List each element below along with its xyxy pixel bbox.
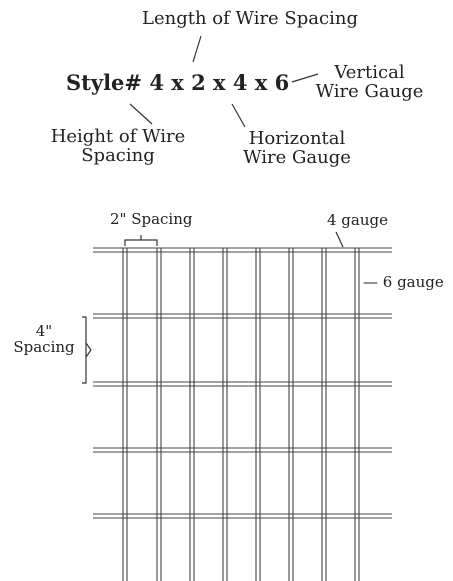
label-4-gauge: 4 gauge [327, 211, 388, 229]
leader-horizontal-gauge [231, 103, 246, 128]
leader-vertical-gauge [291, 73, 319, 83]
leader-height-spacing [129, 103, 153, 125]
label-height-line-1: Height of Wire [50, 126, 186, 147]
label-horizontal-line-1: Horizontal [248, 128, 346, 149]
label-6-gauge: — 6 gauge [363, 273, 444, 291]
label-height-line-2: Spacing [81, 144, 155, 166]
label-vertical-line-1: Vertical [334, 62, 405, 83]
four-inch-bracket [82, 316, 87, 384]
label-vertical-line-2: Wire Gauge [315, 80, 424, 102]
label-4-inch-spacing: 4" Spacing [4, 322, 84, 356]
label-length-of-wire-spacing: Length of Wire Spacing [142, 8, 358, 29]
wire-mesh-grid [93, 247, 392, 581]
label-height-of-wire-spacing: Height of Wire Spacing [44, 126, 192, 166]
label-horizontal-line-2: Wire Gauge [243, 146, 351, 168]
label-horizontal-wire-gauge: Horizontal Wire Gauge [234, 128, 360, 168]
leader-4-gauge [335, 231, 344, 248]
four-inch-bracket-point [85, 342, 92, 358]
label-spacing: Spacing [13, 337, 75, 356]
two-inch-bracket [124, 235, 158, 246]
label-vertical-wire-gauge: Vertical Wire Gauge [307, 62, 432, 102]
style-number: Style# 4 x 2 x 4 x 6 [66, 70, 290, 95]
label-2-inch-spacing: 2" Spacing [110, 210, 193, 228]
label-4-inch: 4" [35, 322, 53, 340]
leader-length [192, 35, 202, 63]
